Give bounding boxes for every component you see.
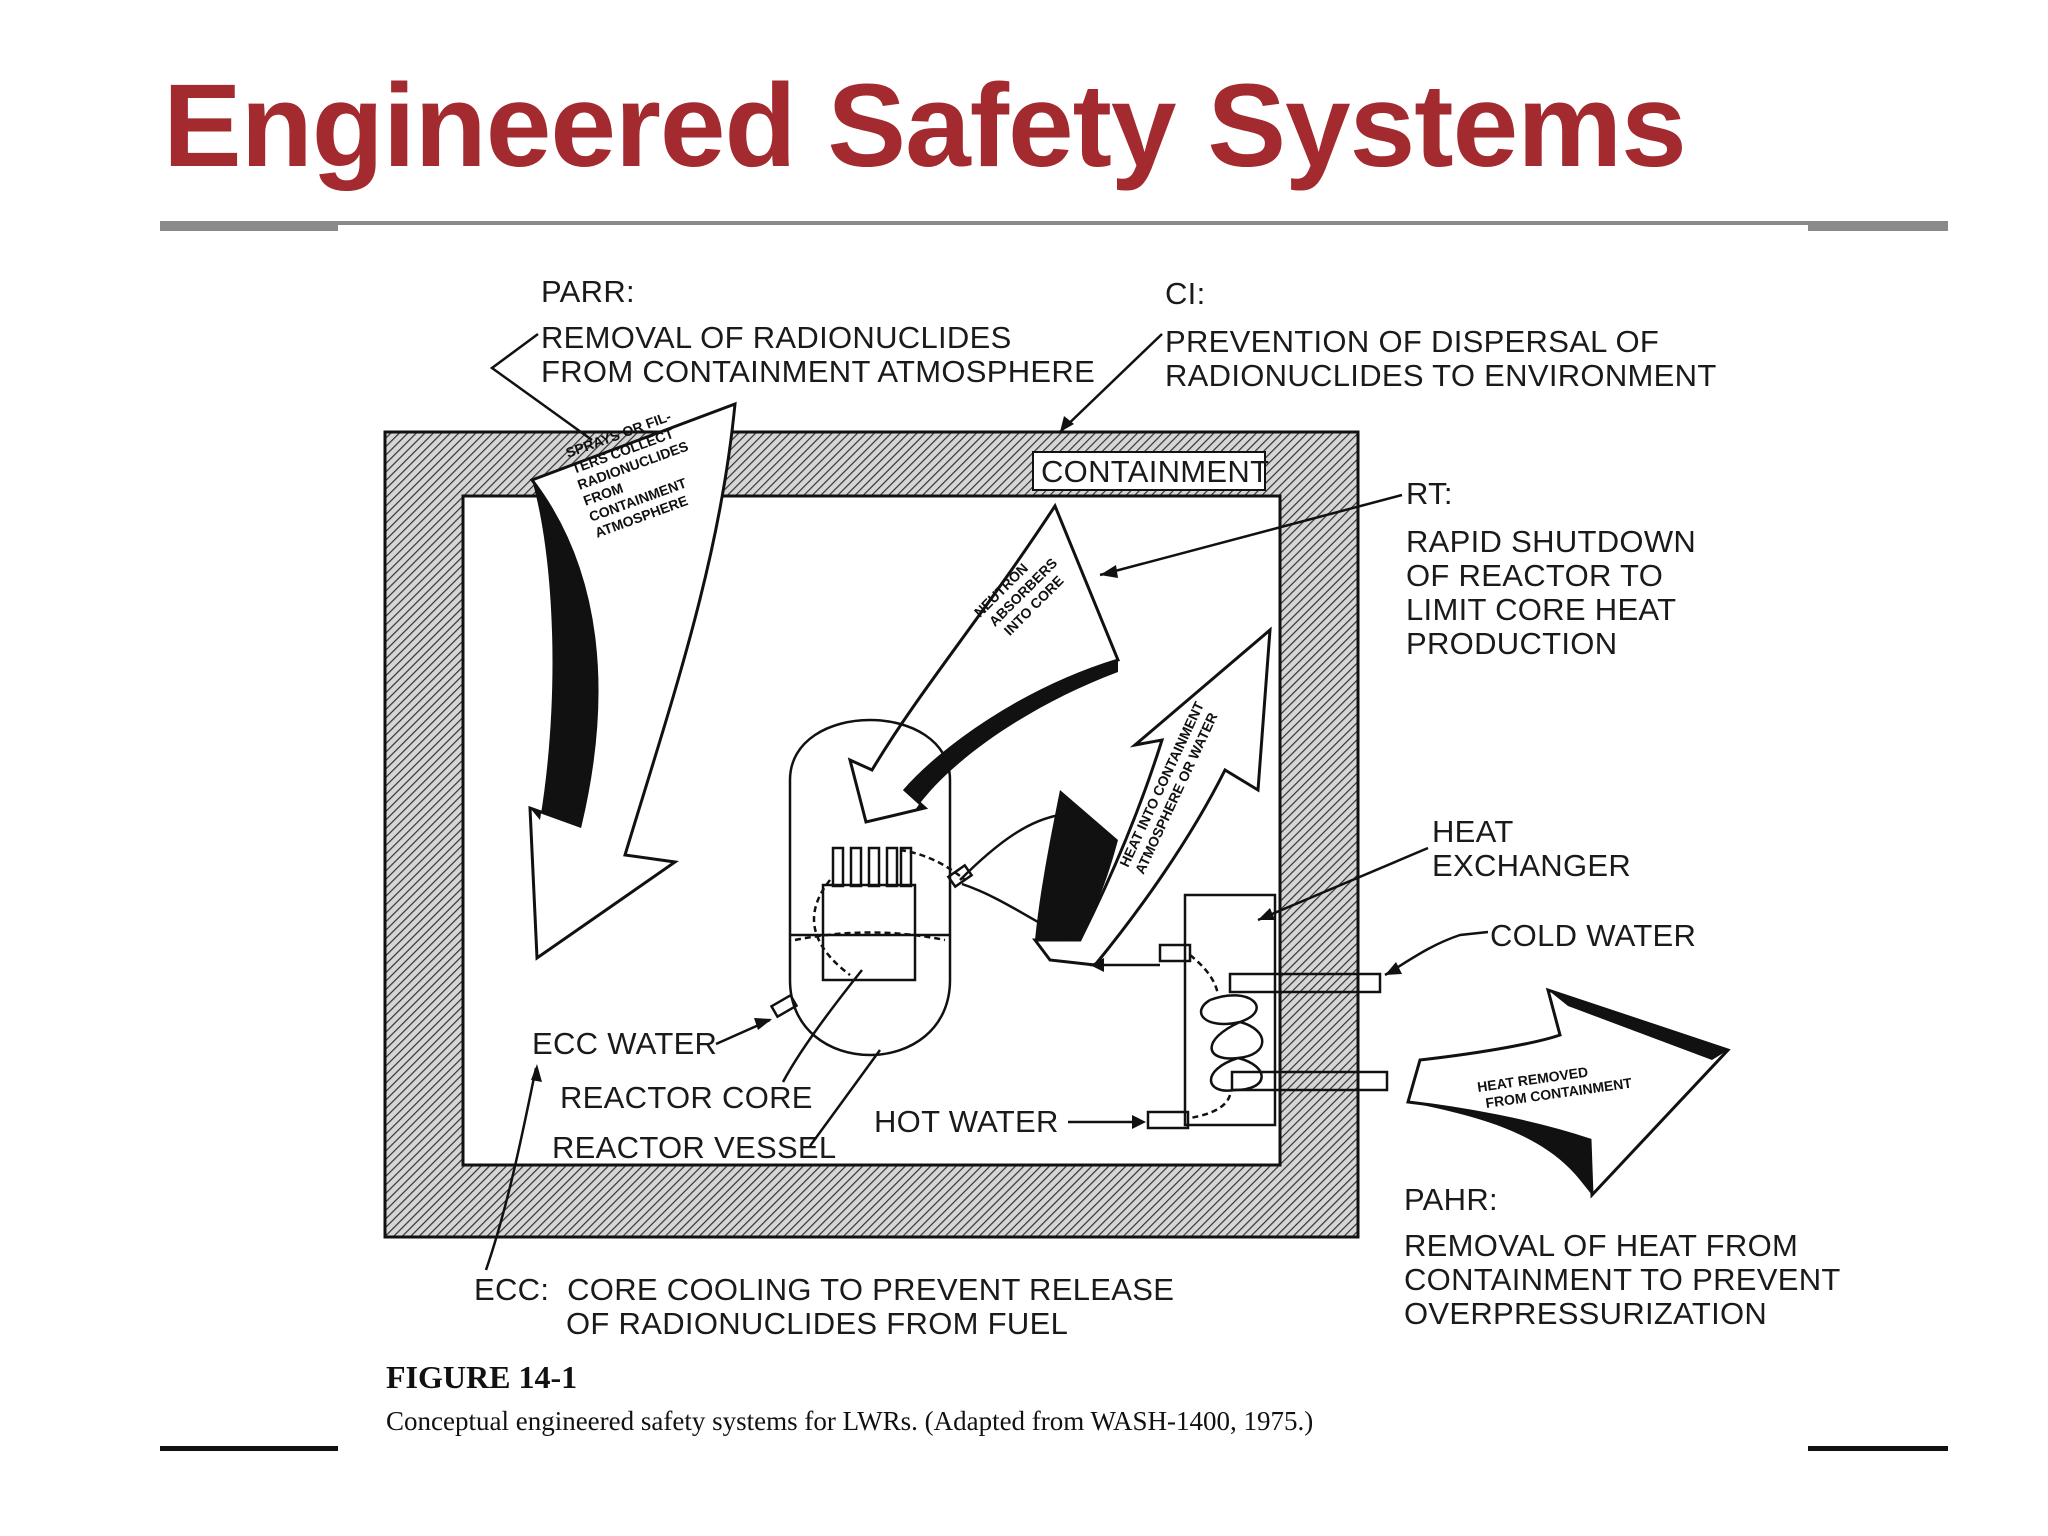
rt-line2: OF REACTOR TO	[1406, 558, 1663, 593]
containment-wall	[383, 430, 1360, 1239]
rt-leader	[1099, 493, 1403, 577]
heat-exchanger-line1: HEAT	[1432, 814, 1514, 849]
ci-arrowhead	[1060, 416, 1074, 432]
cold-water-leader	[1384, 930, 1489, 977]
ecc-leader	[484, 1067, 538, 1271]
ci-line1: PREVENTION OF DISPERSAL OF	[1165, 324, 1659, 359]
figure-caption: Conceptual engineered safety systems for…	[386, 1406, 1313, 1436]
heat-removed-arrow: HEAT REMOVED FROM CONTAINMENT	[1406, 987, 1731, 1199]
ecc-line1: ECC: CORE COOLING TO PREVENT RELEASE	[474, 1272, 1174, 1307]
bottom-rule-left	[160, 1446, 338, 1451]
ecc-arrowhead	[531, 1064, 542, 1082]
ecc-water-arrowhead	[754, 1018, 772, 1030]
pahr-line2: CONTAINMENT TO PREVENT	[1404, 1262, 1841, 1297]
pahr-line3: OVERPRESSURIZATION	[1404, 1296, 1767, 1331]
ecc-water-label: ECC WATER	[532, 1026, 717, 1061]
rt-label: RT: RAPID SHUTDOWN OF REACTOR TO LIMIT C…	[1406, 476, 1696, 661]
reactor-core-leader	[781, 969, 863, 1083]
ecc-line2: OF RADIONUCLIDES FROM FUEL	[566, 1306, 1068, 1341]
rt-arrowhead	[1100, 565, 1118, 578]
parr-leader	[489, 332, 593, 442]
parr-line1: REMOVAL OF RADIONUCLIDES	[541, 320, 1012, 355]
reactor-vessel-label: REACTOR VESSEL	[552, 1130, 836, 1165]
reactor-vessel	[769, 718, 1081, 1057]
reactor-vessel-leader	[808, 1049, 882, 1147]
bottom-rule-right	[1808, 1446, 1948, 1451]
parr-line2: FROM CONTAINMENT ATMOSPHERE	[541, 354, 1095, 389]
hot-water-label: HOT WATER	[874, 1104, 1059, 1139]
heat-exchanger-arrowhead	[1258, 908, 1275, 920]
rt-code: RT:	[1406, 476, 1453, 511]
heat-exchanger-line2: EXCHANGER	[1432, 848, 1631, 883]
containment-label-box	[1032, 451, 1266, 491]
rt-line1: RAPID SHUTDOWN	[1406, 524, 1696, 559]
cold-water-label: COLD WATER	[1490, 918, 1696, 953]
slide-title: Engineered Safety Systems	[163, 60, 1687, 192]
ci-code: CI:	[1165, 276, 1206, 311]
ci-line2: RADIONUCLIDES TO ENVIRONMENT	[1165, 358, 1717, 393]
reactor-core-label: REACTOR CORE	[560, 1080, 813, 1115]
cold-water-arrowhead	[1385, 962, 1402, 975]
ci-label: CI: PREVENTION OF DISPERSAL OF RADIONUCL…	[1165, 276, 1717, 393]
pahr-code: PAHR:	[1404, 1182, 1498, 1217]
pahr-line1: REMOVAL OF HEAT FROM	[1404, 1228, 1798, 1263]
containment-label: CONTAINMENT	[1041, 454, 1269, 489]
top-rule-right	[1808, 221, 1948, 231]
heat-exchanger	[1090, 893, 1389, 1130]
heat-exchanger-leader	[1257, 846, 1429, 922]
neutron-absorbers-arrow: NEUTRON ABSORBERS INTO CORE	[847, 502, 1121, 824]
top-rule-left	[160, 221, 338, 231]
parr-code: PARR:	[541, 274, 635, 309]
rt-line3: LIMIT CORE HEAT	[1406, 592, 1676, 627]
sprays-arrow: SPRAYS OR FIL- TERS COLLECT RADIONUCLIDE…	[528, 401, 737, 961]
top-rule	[160, 221, 1948, 225]
parr-label: PARR: REMOVAL OF RADIONUCLIDES FROM CONT…	[541, 274, 1095, 389]
rt-line4: PRODUCTION	[1406, 626, 1617, 661]
ci-leader	[1059, 333, 1163, 433]
figure-number: FIGURE 14-1	[386, 1359, 577, 1395]
pahr-label: PAHR: REMOVAL OF HEAT FROM CONTAINMENT T…	[1404, 1182, 1841, 1331]
ecc-label: ECC: CORE COOLING TO PREVENT RELEASE OF …	[474, 1272, 1174, 1341]
hot-water-arrowhead	[1132, 1115, 1146, 1129]
